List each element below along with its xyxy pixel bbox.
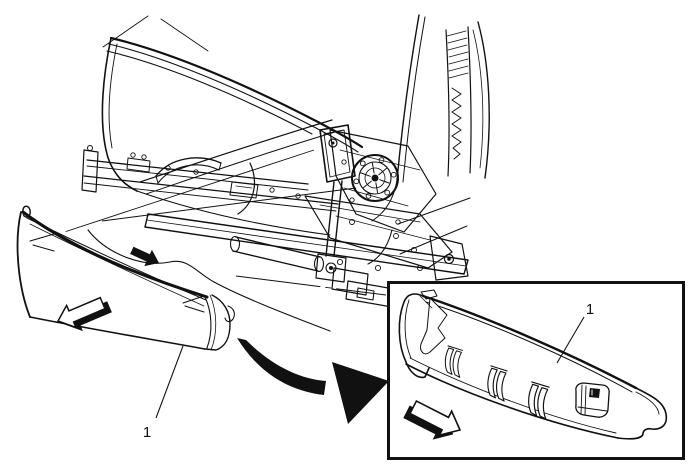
seat-side-shell <box>397 21 490 255</box>
callout-inset: 1 <box>556 301 594 364</box>
recliner-mechanism <box>329 129 437 265</box>
trim-panel-back <box>398 289 668 440</box>
seat-belt-buckle <box>315 124 356 283</box>
callout-main-label: 1 <box>143 424 151 441</box>
flip-to-inset-arrow <box>237 338 389 424</box>
connector-pocket <box>575 382 610 418</box>
seat-back <box>101 14 426 236</box>
molded-chevron-left <box>29 233 55 252</box>
callout-inset-label: 1 <box>586 301 594 318</box>
molded-chevron-right <box>182 295 205 313</box>
callout-main: 1 <box>143 345 184 441</box>
projection-lines <box>33 149 387 296</box>
callout-leader-line <box>556 316 585 364</box>
seat-track-assembly <box>81 119 469 308</box>
inset-panel-view: 1 <box>387 281 685 460</box>
seat-assembly <box>81 14 490 332</box>
callout-leader-line <box>155 345 184 419</box>
floor-carpet-contour <box>87 229 331 332</box>
